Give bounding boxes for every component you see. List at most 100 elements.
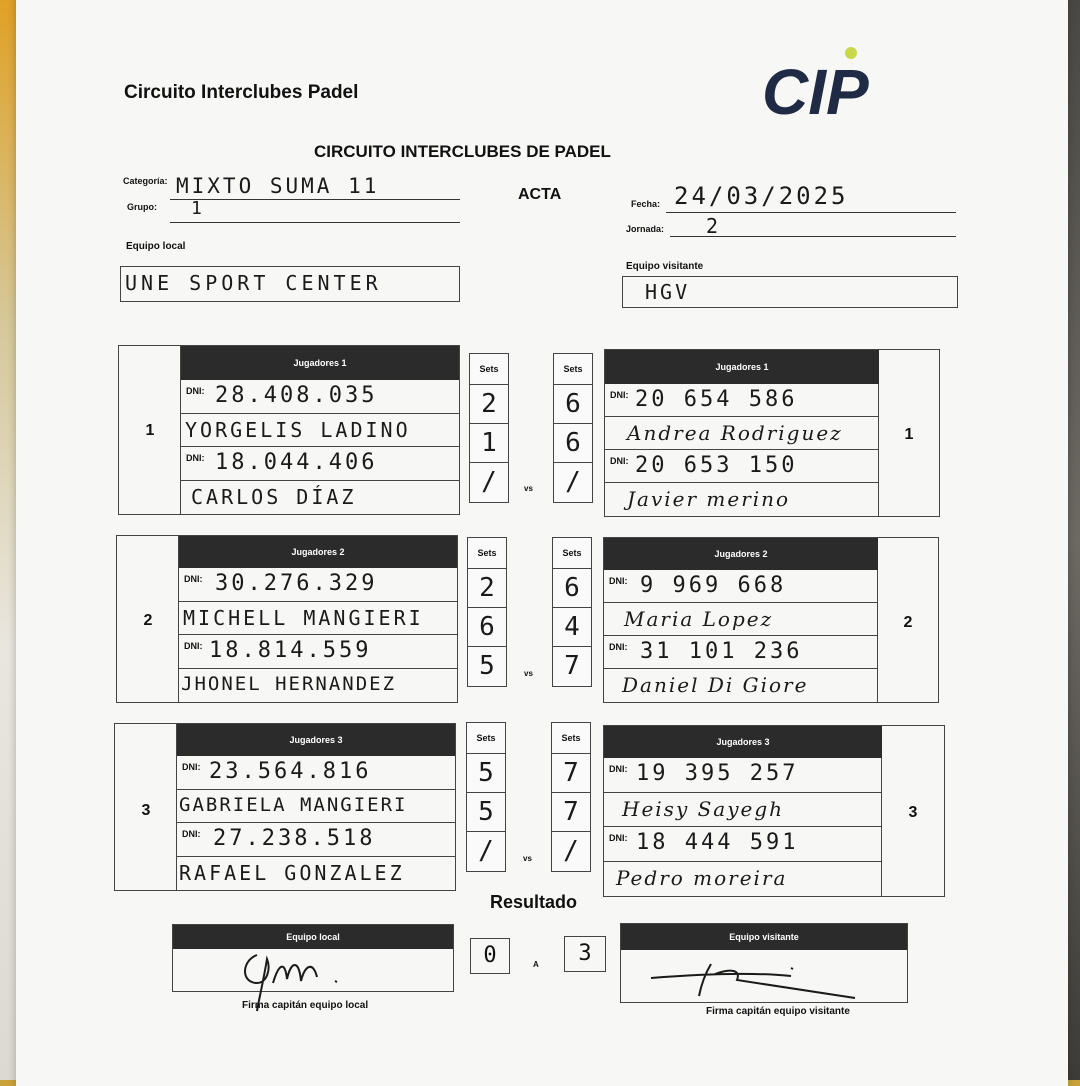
- dni-row: DNI:27.238.518: [177, 823, 455, 857]
- fecha-label: Fecha:: [631, 199, 661, 209]
- dni-label: DNI:: [186, 453, 205, 463]
- player-dni: 18 444 591: [636, 830, 799, 855]
- set-score: /: [481, 467, 497, 497]
- players-rows: DNI:30.276.329 MICHELL MANGIERI DNI:18.8…: [179, 568, 457, 702]
- player-name: Pedro moreira: [616, 866, 788, 890]
- set-score: 7: [552, 754, 590, 793]
- jornada-line: [670, 236, 956, 237]
- set-score: 6: [554, 385, 592, 424]
- grupo-label: Grupo:: [127, 202, 157, 212]
- name-row: RAFAEL GONZALEZ: [177, 857, 455, 890]
- sets-label: Sets: [552, 723, 590, 754]
- dni-row: DNI:31 101 236: [604, 636, 877, 669]
- players-rows: DNI: 23.564.816 GABRIELA MANGIERI DNI:27.…: [177, 756, 455, 890]
- match-2-local: 2 Jugadores 2 DNI:30.276.329 MICHELL MAN…: [116, 535, 458, 703]
- match-number: 1: [904, 426, 914, 443]
- set-score: 2: [468, 569, 506, 608]
- dni-row: DNI: 18 444 591: [604, 827, 881, 862]
- match-number-cell: 3: [115, 724, 177, 890]
- fecha-line: [666, 212, 956, 213]
- name-row: JHONEL HERNANDEZ: [179, 669, 457, 702]
- set-score: 6: [468, 608, 506, 647]
- match-number-cell: 1: [119, 346, 181, 514]
- categoria-line: [170, 199, 460, 200]
- player-dni: 28.408.035: [215, 383, 378, 408]
- player-name: MICHELL MANGIERI: [183, 606, 424, 630]
- name-row: GABRIELA MANGIERI: [177, 790, 455, 823]
- set-score: 7: [564, 651, 580, 681]
- player-name: Heisy Sayegh: [622, 797, 785, 821]
- local-signature-heading: Equipo local: [173, 925, 453, 949]
- set-score: 5: [467, 793, 505, 832]
- acta-label: ACTA: [518, 186, 562, 203]
- sets-label: Sets: [467, 723, 505, 754]
- name-row: Pedro moreira: [604, 862, 881, 896]
- grupo-line: [170, 222, 460, 223]
- local-signature-label: Firma capitán equipo local: [242, 1000, 369, 1011]
- set-score: /: [565, 467, 581, 497]
- dni-label: DNI:: [184, 641, 203, 651]
- local-sets-3: Sets 5 5 /: [466, 722, 506, 872]
- visit-sets-3: Sets 7 7 /: [551, 722, 591, 872]
- match-1-local: 1 Jugadores 1 DNI: 28.408.035 YORGELIS LA…: [118, 345, 460, 515]
- fecha-value: 24/03/2025: [674, 182, 849, 210]
- set-score: 5: [479, 651, 495, 681]
- players-heading: Jugadores 2: [604, 538, 878, 570]
- players-heading: Jugadores 2: [179, 536, 457, 568]
- player-name: Maria Lopez: [624, 607, 774, 631]
- visit-signature-label: Firma capitán equipo visitante: [706, 1006, 850, 1017]
- player-name: YORGELIS LADINO: [185, 418, 411, 442]
- jornada-value: 2: [706, 214, 722, 238]
- set-score: 6: [553, 569, 591, 608]
- name-row: CARLOS DÍAZ: [181, 481, 459, 514]
- dni-row: DNI:20 653 150: [605, 450, 878, 483]
- dni-row: DNI: 9 969 668: [604, 570, 877, 603]
- dni-row: DNI: 28.408.035: [181, 380, 459, 414]
- player-dni: 31 101 236: [640, 639, 803, 664]
- players-rows: DNI: 9 969 668 Maria Lopez DNI:31 101 236…: [604, 570, 878, 702]
- visit-team-label: Equipo visitante: [626, 261, 704, 272]
- name-row: Maria Lopez: [604, 603, 877, 636]
- match-1-visit: Jugadores 1 DNI:20 654 586 Andrea Rodrig…: [604, 349, 940, 517]
- match-number: 2: [143, 612, 153, 629]
- player-dni: 23.564.816: [209, 759, 372, 784]
- match-2-visit: Jugadores 2 DNI: 9 969 668 Maria Lopez DN…: [603, 537, 939, 703]
- dni-label: DNI:: [182, 762, 201, 772]
- dni-label: DNI:: [609, 833, 628, 843]
- match-number: 2: [903, 614, 913, 631]
- cip-logo: CIP: [760, 42, 870, 128]
- vs-label: vs: [524, 484, 533, 493]
- score-separator: A: [533, 960, 539, 969]
- player-dni: 9 969 668: [640, 573, 787, 598]
- name-row: MICHELL MANGIERI: [179, 602, 457, 635]
- match-number-cell: 2: [117, 536, 179, 702]
- players-heading: Jugadores 1: [181, 346, 459, 380]
- local-sets-2: Sets 2 6 5: [467, 537, 507, 687]
- dni-row: DNI:20 654 586: [605, 384, 878, 417]
- visit-signature-box: Equipo visitante: [620, 923, 908, 1003]
- match-number: 1: [145, 422, 155, 439]
- set-score: 2: [470, 385, 508, 424]
- dni-row: DNI: 23.564.816: [177, 756, 455, 790]
- visit-team-value: HGV: [645, 280, 691, 304]
- name-row: Heisy Sayegh: [604, 793, 881, 827]
- players-rows: DNI:19 395 257 Heisy Sayegh DNI: 18 444 5…: [604, 758, 882, 896]
- set-score: 6: [554, 424, 592, 463]
- vs-label: vs: [524, 669, 533, 678]
- players-heading: Jugadores 3: [177, 724, 455, 756]
- categoria-label: Categoría:: [123, 176, 168, 186]
- dni-label: DNI:: [186, 386, 205, 396]
- dni-label: DNI:: [184, 574, 203, 584]
- name-row: YORGELIS LADINO: [181, 414, 459, 447]
- sets-label: Sets: [470, 354, 508, 385]
- dni-row: DNI:18.814.559: [179, 635, 457, 669]
- set-score: 4: [553, 608, 591, 647]
- dni-label: DNI:: [609, 576, 628, 586]
- org-name: Circuito Interclubes Padel: [124, 82, 359, 103]
- local-score: 0: [470, 938, 510, 974]
- player-dni: 18.044.406: [215, 450, 378, 475]
- sets-label: Sets: [553, 538, 591, 569]
- name-row: Andrea Rodriguez: [605, 417, 878, 450]
- dni-row: DNI:19 395 257: [604, 758, 881, 793]
- local-sets-1: Sets 2 1 /: [469, 353, 509, 503]
